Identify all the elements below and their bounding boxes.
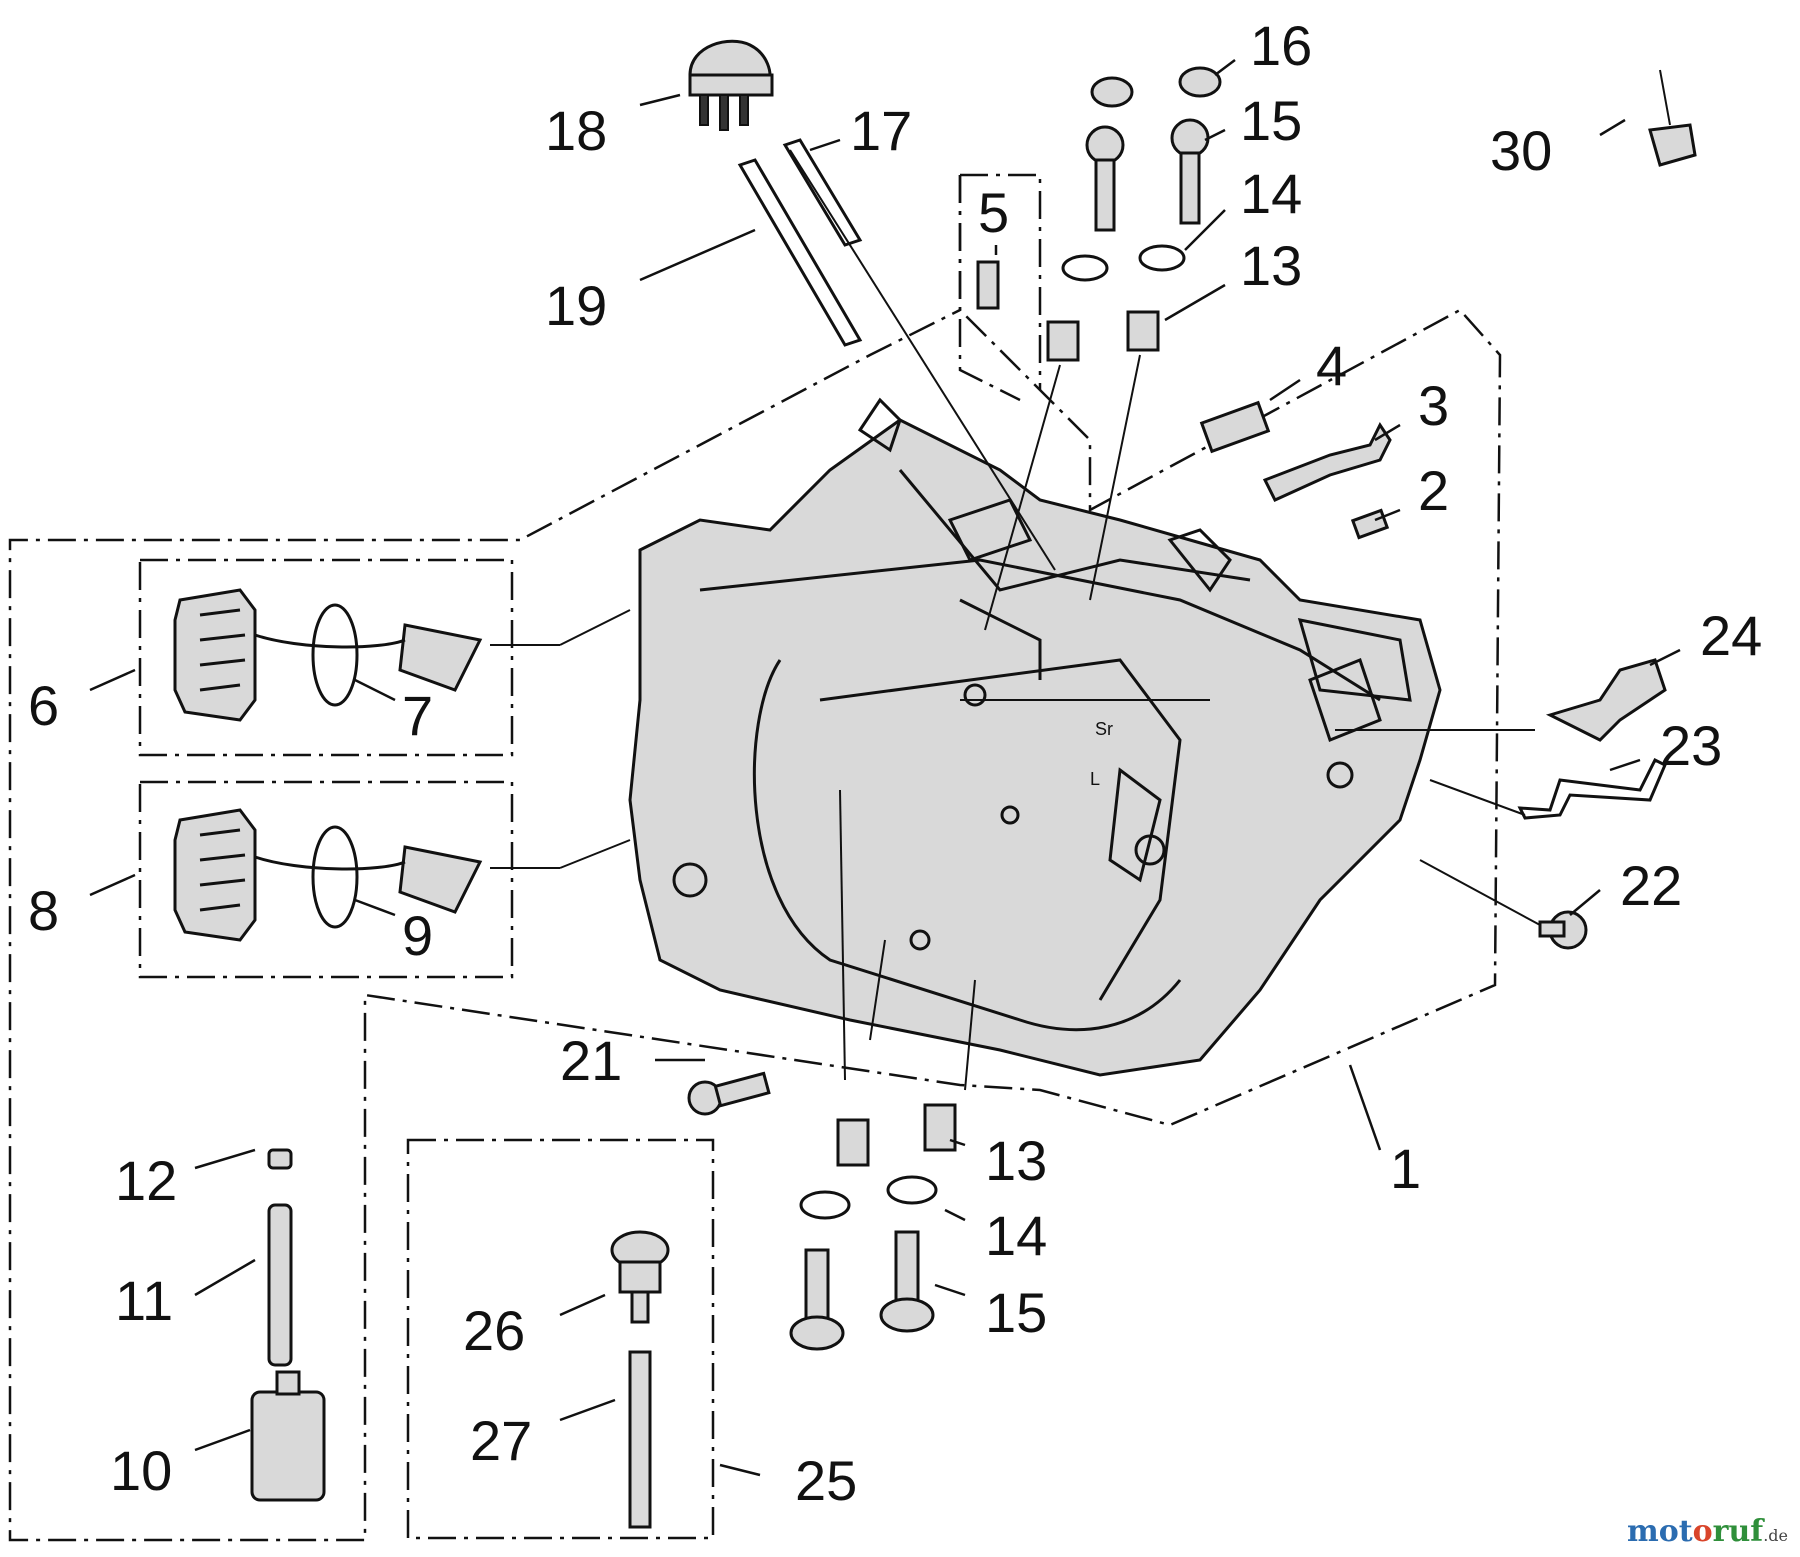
housing-mark-l: L: [1090, 769, 1100, 789]
housing-mark-sr: Sr: [1095, 719, 1113, 739]
frame-group-6: [138, 558, 514, 757]
callout-13-lower: 13: [985, 1129, 1047, 1192]
callout-19: 19: [545, 274, 607, 337]
watermark-part3: ruf: [1712, 1514, 1764, 1549]
callout-8: 8: [28, 879, 59, 942]
frame-main-housing: [8, 175, 1502, 1542]
callout-21: 21: [560, 1029, 622, 1092]
part-3-bolt: [1262, 422, 1392, 502]
part-14-washer-b: [1138, 244, 1186, 272]
callout-24: 24: [1700, 604, 1762, 667]
frame-part-5: [958, 175, 1021, 402]
parts-lower-13-14-15: [789, 1103, 957, 1351]
callout-26: 26: [463, 1299, 525, 1362]
watermark-suffix: .de: [1763, 1526, 1788, 1545]
callout-25: 25: [795, 1449, 857, 1512]
part-26-vent-valve: [610, 1230, 670, 1324]
part-13-sleeve-b: [1126, 310, 1160, 352]
callout-7: 7: [402, 684, 433, 747]
callout-18: 18: [545, 99, 607, 162]
callout-23: 23: [1660, 714, 1722, 777]
callout-6: 6: [28, 674, 59, 737]
callout-9: 9: [402, 904, 433, 967]
leader-lines: [89, 59, 1681, 1477]
part-21-screw: [687, 1071, 771, 1116]
callout-10: 10: [110, 1439, 172, 1502]
callout-15-lower: 15: [985, 1281, 1047, 1344]
callout-22: 22: [1620, 854, 1682, 917]
callout-1: 1: [1390, 1137, 1421, 1200]
group-6-parts: [173, 588, 483, 722]
part-18-primer-bulb: [688, 39, 774, 131]
assembly-axes: [490, 149, 1541, 1091]
part-27-hose: [628, 1350, 652, 1529]
callout-11: 11: [115, 1269, 173, 1332]
frame-group-25: [406, 1138, 715, 1540]
callout-27: 27: [470, 1409, 532, 1472]
callout-numbers: 1 2 3 4 5 6 7 8 9 10 11 12 13 14 15 16 1…: [28, 14, 1762, 1512]
part-13-sleeve-a: [1046, 320, 1080, 362]
callout-16: 16: [1250, 14, 1312, 77]
callout-14-lower: 14: [985, 1204, 1047, 1267]
part-4-stud: [1199, 400, 1271, 454]
callout-15-upper: 15: [1240, 89, 1302, 152]
motoruf-watermark: motoruf.de: [1627, 1514, 1788, 1549]
part-10-filter: [250, 1370, 326, 1502]
part-14-washer-a: [1061, 254, 1109, 282]
part-22-screw: [1538, 910, 1588, 950]
callout-2: 2: [1418, 459, 1449, 522]
frame-5-bracket: [960, 173, 1042, 390]
part-11-hose: [267, 1203, 293, 1367]
watermark-part2: o: [1692, 1514, 1713, 1549]
part-16-cap-a: [1090, 76, 1134, 108]
part-30-clip: [1648, 69, 1697, 167]
callout-5: 5: [978, 181, 1009, 244]
part-12-clip: [267, 1148, 293, 1170]
callout-13-upper: 13: [1240, 234, 1302, 297]
part-16-cap-b: [1178, 66, 1222, 98]
part-5-pin: [976, 260, 1000, 310]
callout-3: 3: [1418, 374, 1449, 437]
watermark-part1: mot: [1627, 1514, 1693, 1549]
part-19-hose: [737, 158, 863, 347]
part-23-wire: [1517, 757, 1667, 820]
main-housing: Sr L: [628, 397, 1442, 1077]
group-8-parts: [173, 808, 483, 942]
callout-17: 17: [850, 99, 912, 162]
part-15-screws-upper: [1085, 118, 1210, 232]
part-2-pin: [1350, 508, 1390, 540]
part-17-hose: [782, 138, 863, 247]
callout-4: 4: [1316, 334, 1347, 397]
callout-12: 12: [115, 1149, 177, 1212]
frame-group-8: [138, 780, 514, 979]
part-24-bracket: [1545, 658, 1667, 742]
group-frames: [8, 173, 1502, 1542]
callout-14-upper: 14: [1240, 162, 1302, 225]
callout-30: 30: [1490, 119, 1552, 182]
